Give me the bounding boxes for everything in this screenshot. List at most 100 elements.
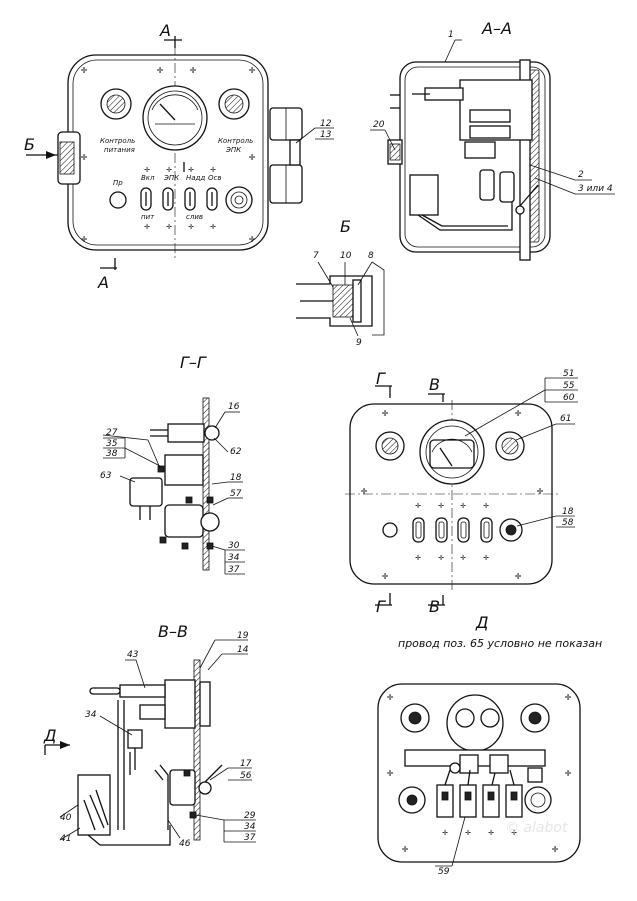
d-screws: ✛ ✛ ✛ ✛ ✛ ✛ xyxy=(387,693,572,854)
svg-text:✛: ✛ xyxy=(361,487,368,496)
cut-mark-g-bottom: Г xyxy=(376,597,386,616)
pos-13: 13 xyxy=(320,130,332,140)
pos-30: 30 xyxy=(228,541,240,551)
svg-text:✛: ✛ xyxy=(188,223,194,231)
svg-text:✛: ✛ xyxy=(249,235,256,244)
pos-34-gg: 34 xyxy=(228,553,240,563)
cut-mark-a-bottom: А xyxy=(97,273,109,292)
pos-12: 12 xyxy=(320,119,332,129)
svg-text:✛: ✛ xyxy=(415,502,421,510)
svg-text:✛: ✛ xyxy=(81,66,88,75)
cut-mark-g-top: Г xyxy=(376,369,386,388)
vv-gauge-body xyxy=(164,679,196,729)
svg-text:✛: ✛ xyxy=(537,487,544,496)
svg-text:✛: ✛ xyxy=(166,223,172,231)
pos-38: 38 xyxy=(106,449,118,459)
pos-2: 2 xyxy=(578,170,584,180)
pos-14: 14 xyxy=(237,645,249,655)
label-pr: Пр xyxy=(113,179,123,187)
relay-63 xyxy=(164,454,204,486)
d-panel-outline xyxy=(377,683,581,863)
pos-9: 9 xyxy=(356,338,362,348)
title-d: Д xyxy=(475,613,489,632)
pos-58: 58 xyxy=(562,518,574,528)
pos-3-or-4: 3 или 4 xyxy=(578,184,613,194)
pos-61: 61 xyxy=(560,414,571,424)
cut-mark-a-top: А xyxy=(159,21,171,40)
label-pit: пит xyxy=(141,213,155,221)
toggle-switches xyxy=(140,187,218,211)
pos-17: 17 xyxy=(240,759,252,769)
svg-text:✛: ✛ xyxy=(552,845,559,854)
front-view: А А ✛ ✛ ✛ ✛ ✛ ✛ ✛ ✛ Контроль п xyxy=(24,21,334,292)
label-nadd: Надд xyxy=(186,174,205,182)
svg-text:✛: ✛ xyxy=(565,769,572,778)
label-epk-control-1: Контроль xyxy=(218,137,253,145)
svg-text:✛: ✛ xyxy=(144,223,150,231)
svg-text:✛: ✛ xyxy=(210,166,216,174)
svg-text:✛: ✛ xyxy=(387,693,394,702)
pos-18-gg: 18 xyxy=(230,473,242,483)
pos-20: 20 xyxy=(373,120,385,130)
pos-34-vv-left: 34 xyxy=(85,710,97,720)
section-g-g: Г–Г 16 62 27 35 38 63 18 xyxy=(100,353,245,575)
pos-19: 19 xyxy=(237,631,249,641)
pos-55: 55 xyxy=(563,381,575,391)
view-d: Д провод поз. 65 условно не показан ✛ ✛ ✛… xyxy=(377,613,602,877)
svg-text:✛: ✛ xyxy=(382,409,389,418)
gauge xyxy=(142,85,208,151)
svg-text:✛: ✛ xyxy=(415,554,421,562)
svg-text:✛: ✛ xyxy=(402,845,409,854)
label-epk-control-2: ЭПК xyxy=(225,146,242,154)
svg-text:✛: ✛ xyxy=(460,554,466,562)
title-a-a: А–А xyxy=(481,19,512,38)
vv-panel-plate xyxy=(193,659,201,841)
pos-27: 27 xyxy=(106,428,118,438)
relay-block xyxy=(409,174,439,216)
pos-34-vv: 34 xyxy=(244,822,256,832)
pos-56: 56 xyxy=(240,771,252,781)
pos-46: 46 xyxy=(179,839,191,849)
svg-text:✛: ✛ xyxy=(188,166,194,174)
svg-text:✛: ✛ xyxy=(249,66,256,75)
rear-view: Г Г В В ✛✛ ✛✛ ✛✛ ✛✛✛✛ ✛✛✛✛ xyxy=(345,369,578,616)
svg-text:✛: ✛ xyxy=(460,502,466,510)
svg-text:✛: ✛ xyxy=(382,572,389,581)
svg-text:✛: ✛ xyxy=(190,66,197,75)
svg-text:✛: ✛ xyxy=(81,153,88,162)
svg-text:✛: ✛ xyxy=(565,693,572,702)
pos-37-gg: 37 xyxy=(228,565,240,575)
cut-mark-v-top: В xyxy=(429,375,440,394)
label-osv: Осв xyxy=(208,174,221,182)
svg-text:✛: ✛ xyxy=(438,502,444,510)
svg-text:✛: ✛ xyxy=(488,829,494,837)
cut-mark-d: Д xyxy=(43,726,57,745)
svg-text:✛: ✛ xyxy=(157,66,164,75)
pos-51: 51 xyxy=(563,369,574,379)
svg-text:✛: ✛ xyxy=(465,829,471,837)
pos-60: 60 xyxy=(563,393,575,403)
title-b: Б xyxy=(340,217,351,236)
svg-text:✛: ✛ xyxy=(81,235,88,244)
rear-toggles xyxy=(412,517,493,543)
svg-text:✛: ✛ xyxy=(515,409,522,418)
note-wire-65: провод поз. 65 условно не показан xyxy=(398,637,602,650)
pos-63: 63 xyxy=(100,471,112,481)
label-epk: ЭПК xyxy=(163,174,180,182)
pos-43: 43 xyxy=(127,650,139,660)
pos-57: 57 xyxy=(230,489,242,499)
rear-screws: ✛ ✛ ✛ ✛ ✛ ✛ xyxy=(361,409,544,581)
svg-text:✛: ✛ xyxy=(387,769,394,778)
cut-mark-v-bottom: В xyxy=(429,597,440,616)
fuse xyxy=(109,191,127,209)
switch-row-screws: ✛✛✛✛ ✛✛✛✛ xyxy=(144,166,216,231)
svg-text:✛: ✛ xyxy=(144,166,150,174)
pos-8: 8 xyxy=(368,251,374,261)
cut-mark-b: Б xyxy=(24,135,35,154)
svg-text:✛: ✛ xyxy=(210,223,216,231)
pos-18-rear: 18 xyxy=(562,507,574,517)
section-v-v: В–В Д 19 14 43 34 17 56 xyxy=(43,622,256,849)
connector xyxy=(225,186,253,214)
label-sliv: слив xyxy=(186,213,203,221)
pos-16: 16 xyxy=(228,402,240,412)
